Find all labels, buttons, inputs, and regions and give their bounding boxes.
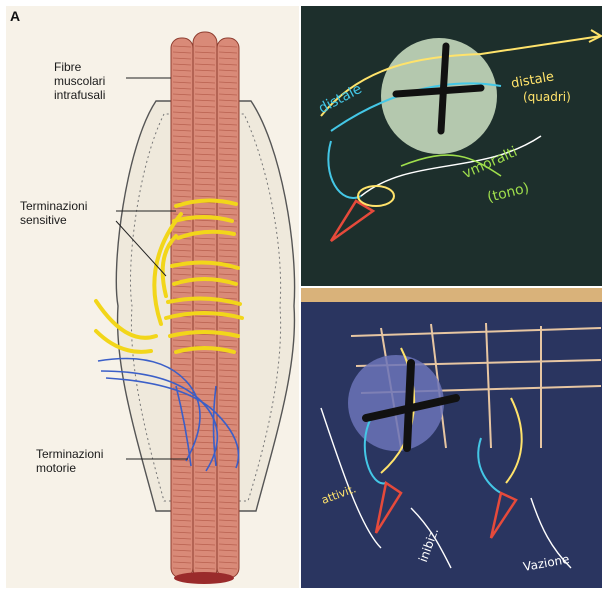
note-quadri: (quadri) [523, 90, 571, 104]
chalk-drawing-bottom [301, 288, 602, 588]
label-sensory-endings: Terminazioni sensitive [20, 199, 87, 227]
chalk-drawing-top [301, 6, 602, 286]
intrafusal-fibres [171, 32, 239, 584]
spindle-drawing [6, 6, 299, 588]
label-motor-endings: Terminazioni motorie [36, 447, 103, 475]
blackboard-photo-bottom: attivit. inibiz. Vazione [301, 288, 602, 588]
label-intrafusal-fibres: Fibre muscolari intrafusali [54, 60, 105, 102]
spindle-illustration-panel: A [6, 6, 299, 588]
blackboard-photo-top: distale distale (quadri) vmoralti (tono) [301, 6, 602, 286]
